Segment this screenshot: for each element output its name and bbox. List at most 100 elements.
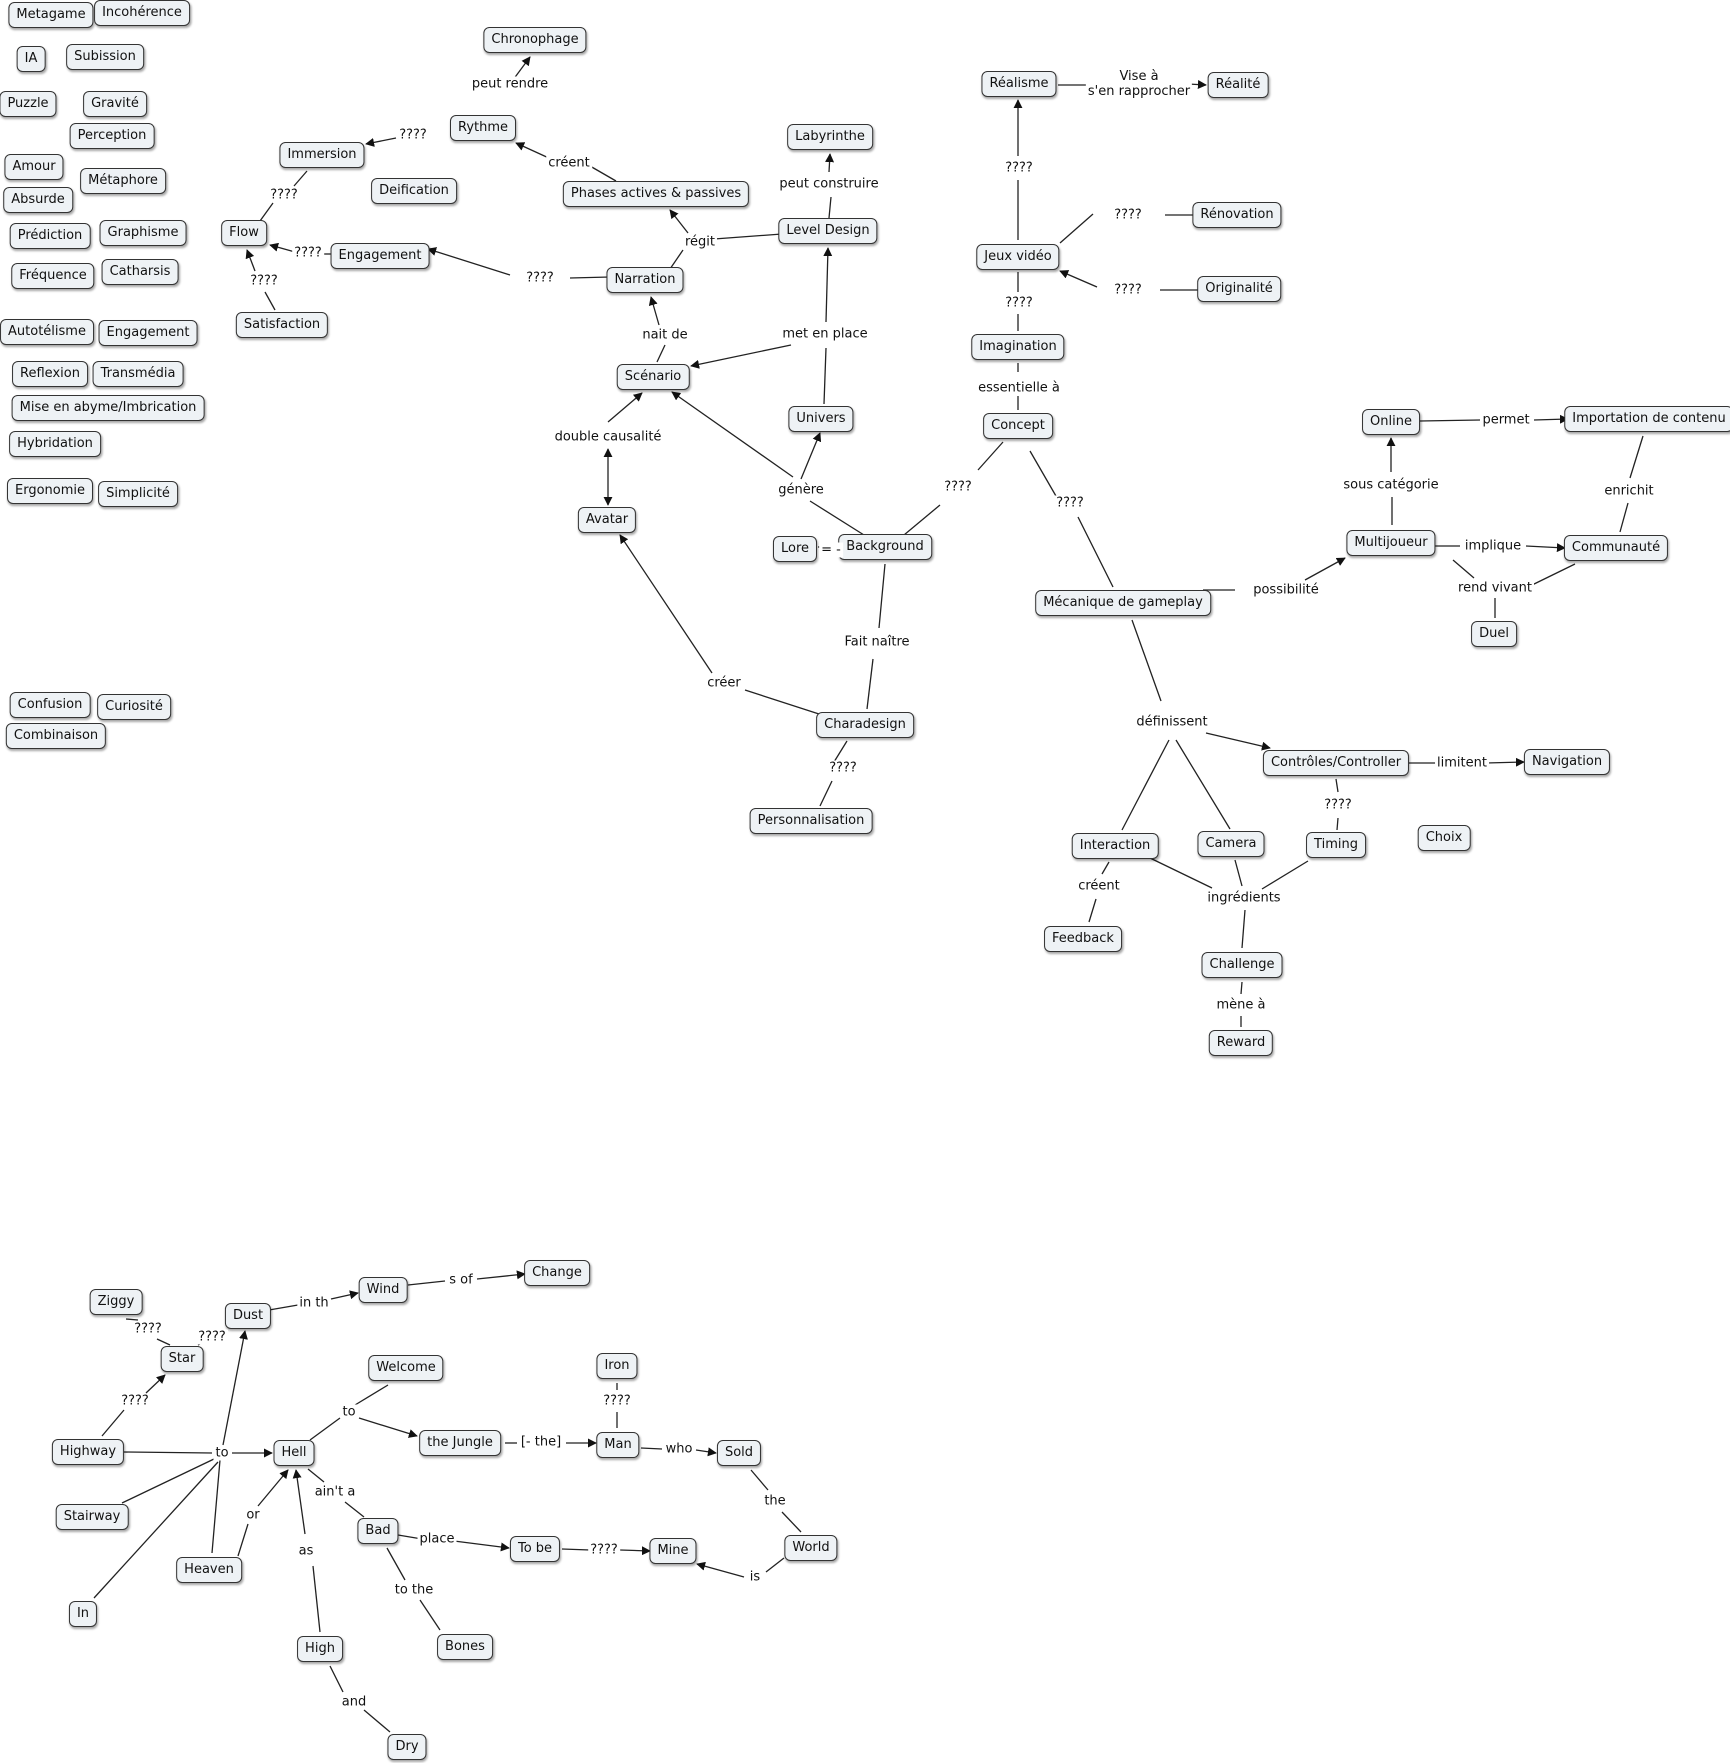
concept-subission[interactable]: Subission	[66, 44, 144, 70]
concept-rythme[interactable]: Rythme	[449, 115, 517, 141]
connector-line	[222, 1330, 248, 1446]
concept-camera[interactable]: Camera	[1197, 831, 1265, 857]
concept-narration[interactable]: Narration	[606, 267, 684, 293]
concept-simplicite[interactable]: Simplicité	[98, 481, 178, 507]
concept-ziggy[interactable]: Ziggy	[89, 1289, 143, 1315]
concept-highway[interactable]: Highway	[51, 1439, 125, 1465]
concept-engagement[interactable]: Engagement	[330, 243, 430, 269]
concept-abyme[interactable]: Mise en abyme/Imbrication	[11, 395, 205, 421]
concept-absurde[interactable]: Absurde	[3, 187, 73, 213]
concept-bones[interactable]: Bones	[437, 1634, 493, 1660]
concept-choix[interactable]: Choix	[1417, 825, 1471, 851]
connector-line	[1149, 857, 1213, 889]
concept-labyrinthe[interactable]: Labyrinthe	[787, 124, 873, 150]
concept-high[interactable]: High	[297, 1636, 343, 1662]
concept-engagement-list[interactable]: Engagement	[98, 320, 198, 346]
concept-imagination[interactable]: Imagination	[971, 334, 1065, 360]
concept-stairway[interactable]: Stairway	[55, 1504, 129, 1530]
concept-flow[interactable]: Flow	[221, 220, 267, 246]
concept-curiosite[interactable]: Curiosité	[97, 694, 171, 720]
concept-amour[interactable]: Amour	[4, 154, 64, 180]
concept-world[interactable]: World	[784, 1535, 838, 1561]
concept-reflexion[interactable]: Reflexion	[12, 361, 88, 387]
concept-man[interactable]: Man	[596, 1432, 640, 1458]
concept-star[interactable]: Star	[160, 1346, 204, 1372]
concept-satisfaction[interactable]: Satisfaction	[235, 312, 329, 338]
concept-scenario[interactable]: Scénario	[616, 364, 690, 390]
concept-iron[interactable]: Iron	[596, 1353, 638, 1379]
concept-confusion[interactable]: Confusion	[9, 692, 91, 718]
concept-avatar[interactable]: Avatar	[577, 507, 637, 533]
concept-importation[interactable]: Importation de contenu	[1564, 406, 1730, 432]
concept-jeux-video[interactable]: Jeux vidéo	[976, 244, 1060, 270]
concept-puzzle[interactable]: Puzzle	[0, 91, 57, 117]
concept-chronophage[interactable]: Chronophage	[483, 27, 587, 53]
concept-communaute[interactable]: Communauté	[1563, 535, 1669, 561]
concept-originalite[interactable]: Originalité	[1197, 276, 1281, 302]
concept-ergonomie[interactable]: Ergonomie	[6, 478, 94, 504]
concept-jungle[interactable]: the Jungle	[419, 1430, 501, 1456]
concept-hybridation[interactable]: Hybridation	[9, 431, 101, 457]
concept-timing[interactable]: Timing	[1306, 832, 1366, 858]
concept-controles[interactable]: Contrôles/Controller	[1262, 750, 1410, 776]
concept-navigation[interactable]: Navigation	[1523, 749, 1611, 775]
link-label: met en place	[780, 326, 870, 342]
concept-ia[interactable]: IA	[16, 46, 46, 72]
concept-phases[interactable]: Phases actives & passives	[562, 181, 750, 207]
connector-line	[515, 142, 552, 160]
concept-mine[interactable]: Mine	[649, 1538, 697, 1564]
concept-metaphore[interactable]: Métaphore	[80, 168, 166, 194]
concept-realisme[interactable]: Réalisme	[981, 71, 1057, 97]
concept-deification[interactable]: Deification	[371, 178, 457, 204]
concept-duel[interactable]: Duel	[1471, 621, 1517, 647]
concept-frequence[interactable]: Fréquence	[11, 263, 95, 289]
link-label: permet	[1480, 412, 1532, 428]
concept-online[interactable]: Online	[1362, 409, 1420, 435]
concept-challenge[interactable]: Challenge	[1201, 952, 1283, 978]
concept-lore[interactable]: Lore	[772, 536, 818, 562]
connector-line	[781, 1511, 802, 1533]
concept-dry[interactable]: Dry	[387, 1734, 427, 1760]
concept-univers[interactable]: Univers	[788, 406, 854, 432]
concept-in[interactable]: In	[68, 1601, 98, 1627]
concept-multijoueur[interactable]: Multijoueur	[1346, 530, 1436, 556]
concept-dust[interactable]: Dust	[224, 1303, 272, 1329]
concept-transmedia[interactable]: Transmédia	[92, 361, 184, 387]
concept-background[interactable]: Background	[838, 534, 932, 560]
concept-autotelisme[interactable]: Autotélisme	[0, 319, 94, 345]
connector-line	[819, 780, 833, 807]
connector-line	[309, 1417, 341, 1441]
concept-catharsis[interactable]: Catharsis	[101, 259, 179, 285]
concept-incoherence[interactable]: Incohérence	[94, 0, 190, 26]
concept-immersion[interactable]: Immersion	[279, 142, 365, 168]
concept-level-design[interactable]: Level Design	[778, 218, 878, 244]
concept-feedback[interactable]: Feedback	[1044, 926, 1122, 952]
concept-mecanique[interactable]: Mécanique de gameplay	[1035, 590, 1211, 616]
concept-bad[interactable]: Bad	[357, 1518, 399, 1544]
concept-change[interactable]: Change	[524, 1260, 590, 1286]
concept-personnalisation[interactable]: Personnalisation	[749, 808, 873, 834]
concept-tobe[interactable]: To be	[509, 1536, 561, 1562]
concept-wind[interactable]: Wind	[358, 1277, 408, 1303]
connector-line	[101, 1409, 125, 1437]
concept-concept[interactable]: Concept	[983, 413, 1053, 439]
concept-prediction[interactable]: Prédiction	[9, 223, 91, 249]
concept-metagame[interactable]: Metagame	[8, 2, 94, 28]
connector-line	[268, 1304, 299, 1311]
connector-line	[1029, 450, 1061, 504]
concept-reward[interactable]: Reward	[1208, 1030, 1274, 1056]
concept-renovation[interactable]: Rénovation	[1192, 202, 1282, 228]
concept-charadesign[interactable]: Charadesign	[816, 712, 914, 738]
concept-gravite[interactable]: Gravité	[83, 91, 147, 117]
concept-sold[interactable]: Sold	[716, 1440, 762, 1466]
concept-combinaison[interactable]: Combinaison	[5, 723, 107, 749]
connector-line	[344, 1501, 365, 1518]
connector-line	[121, 1458, 215, 1504]
concept-interaction[interactable]: Interaction	[1071, 833, 1159, 859]
concept-realite[interactable]: Réalité	[1207, 72, 1269, 98]
concept-perception[interactable]: Perception	[69, 123, 155, 149]
concept-heaven[interactable]: Heaven	[176, 1557, 242, 1583]
concept-graphisme[interactable]: Graphisme	[99, 220, 187, 246]
concept-welcome[interactable]: Welcome	[368, 1355, 444, 1381]
concept-hell[interactable]: Hell	[273, 1440, 315, 1466]
